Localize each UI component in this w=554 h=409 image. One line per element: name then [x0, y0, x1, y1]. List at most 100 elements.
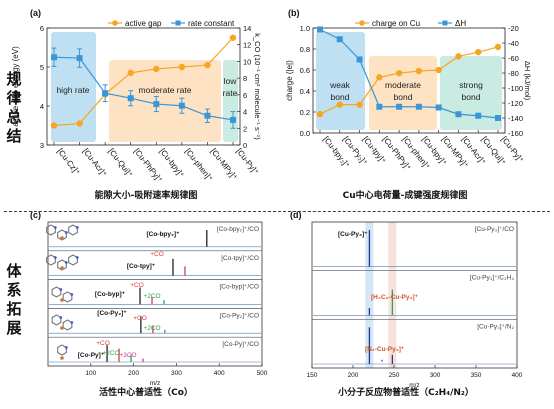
y-tick-label: 5 — [40, 63, 44, 72]
x-tick-label: 300 — [430, 372, 441, 379]
legend-label: active gap — [125, 19, 162, 28]
peak-label: +CO — [96, 340, 110, 347]
trace-tag: [Cu-Py₃]⁺/CO — [475, 226, 514, 233]
molecule-icon — [46, 224, 79, 241]
region-a-2 — [223, 60, 238, 142]
region-label: weak — [329, 80, 351, 90]
region-label: strong — [459, 80, 483, 90]
data-point — [395, 69, 403, 77]
data-point — [153, 101, 160, 108]
data-point — [178, 102, 185, 109]
trace-tag: [Co-tpy]⁺/CO — [221, 255, 259, 262]
y2-tick-label: -120 — [508, 99, 523, 108]
data-point — [336, 36, 343, 43]
y-tick-label: 3 — [40, 141, 44, 150]
trace-tag: [Cu-Py₃]⁺/C₂H₄ — [470, 275, 514, 282]
peak-label: [Co-tpy]⁺ — [127, 263, 156, 270]
peak-label: +2CO — [102, 350, 119, 357]
y-axis-label: charge (|e|) — [285, 60, 294, 101]
data-point — [336, 101, 343, 108]
peak-label: [Co-byp]⁺ — [95, 291, 126, 298]
region-b-1 — [369, 56, 437, 130]
x-axis-label: m/z — [409, 382, 419, 389]
region-label: moderate rate — [139, 85, 192, 95]
y2-tick-label: -140 — [508, 114, 523, 123]
region-label: moderate — [385, 80, 421, 90]
region-label: bond — [331, 92, 350, 102]
highlight-band — [365, 222, 374, 368]
legend-marker — [175, 20, 181, 26]
data-point — [376, 103, 383, 110]
trace-tag: [Co-bpy₂]⁺/CO — [217, 226, 259, 233]
cobalt-atom — [60, 266, 64, 270]
data-point — [317, 26, 323, 33]
peak-label: * — [381, 359, 384, 366]
panel-caption: 能隙大小-吸附速率规律图 — [95, 189, 198, 201]
data-point — [127, 95, 134, 102]
spectrum-frame — [311, 221, 518, 369]
peak-label: +2CO — [143, 325, 160, 332]
molecule-icon — [46, 254, 79, 271]
data-point — [51, 54, 57, 61]
y-axis-label: active gap energy (eV) — [11, 46, 20, 127]
data-point — [50, 122, 58, 129]
x-tick-label: 500 — [257, 370, 268, 377]
y-tick-label: 6 — [40, 24, 44, 33]
y2-axis-label: ΔH (kJ/mol) — [523, 61, 532, 101]
x-tick-label: [Cu-Py]⁺ — [234, 147, 260, 177]
y-tick-label: 0.2 — [300, 108, 310, 117]
molecule-ring — [57, 344, 67, 356]
legend-label: ΔH — [455, 19, 466, 28]
data-point — [153, 65, 160, 73]
peak-label: +2CO — [143, 293, 160, 300]
x-tick-label: 250 — [389, 372, 400, 379]
molecule-icon — [57, 344, 68, 360]
series-line-orange — [319, 46, 499, 115]
data-point — [316, 110, 324, 118]
data-point — [102, 90, 109, 97]
y2-tick-label: -20 — [508, 24, 519, 33]
legend-marker — [442, 20, 448, 26]
data-point — [455, 53, 462, 60]
nitrogen-atom — [64, 231, 68, 234]
y2-tick-label: -160 — [508, 129, 523, 138]
nitrogen-atom — [59, 288, 63, 291]
nitrogen-atom — [64, 346, 68, 349]
panel-letter: (b) — [288, 8, 300, 18]
peak-label: [N₂-Cu-Py₃]⁺ — [365, 346, 405, 353]
region-a-0 — [51, 32, 96, 142]
x-tick-label: 400 — [512, 372, 523, 379]
peak-label: +CO — [150, 251, 164, 258]
panel-caption: 小分子反应物普适性（C₂H₄/N₂） — [337, 386, 474, 398]
peak-label: [Co-Py]⁺ — [78, 352, 105, 359]
molecule-ring — [68, 254, 78, 266]
y2-tick-label: 10 — [243, 57, 251, 66]
legend-marker — [359, 20, 365, 26]
panel-letter: (d) — [290, 210, 302, 220]
region-b-0 — [316, 32, 365, 130]
legend-label: charge on Cu — [372, 19, 420, 28]
spectrum-frame — [47, 221, 263, 367]
trace-tag: [Co-Py₂]⁺/CO — [220, 312, 259, 319]
y2-tick-label: 4 — [243, 108, 247, 117]
y2-tick-label: 6 — [243, 91, 247, 100]
series-line-blue — [319, 28, 499, 119]
data-point — [455, 111, 462, 118]
y2-axis-label: k_CO (10⁻¹ cm³ molecule⁻¹ s⁻¹) — [253, 33, 262, 140]
molecule-icon — [51, 314, 74, 331]
cobalt-atom — [60, 236, 64, 240]
data-point — [127, 69, 134, 77]
molecule-ring — [62, 319, 73, 331]
x-tick-label: 200 — [128, 370, 139, 377]
data-point — [204, 61, 211, 69]
data-point — [495, 115, 501, 121]
data-point — [475, 112, 482, 119]
data-point — [415, 67, 423, 75]
side-label-extension: 体系拓展 — [6, 262, 22, 337]
nitrogen-atom — [75, 256, 79, 259]
y2-tick-label: -40 — [508, 39, 519, 48]
cobalt-atom — [60, 326, 64, 330]
plot-frame — [312, 27, 506, 134]
data-point — [435, 66, 442, 74]
peak-label: [Co-bpy₂]⁺ — [146, 231, 180, 238]
